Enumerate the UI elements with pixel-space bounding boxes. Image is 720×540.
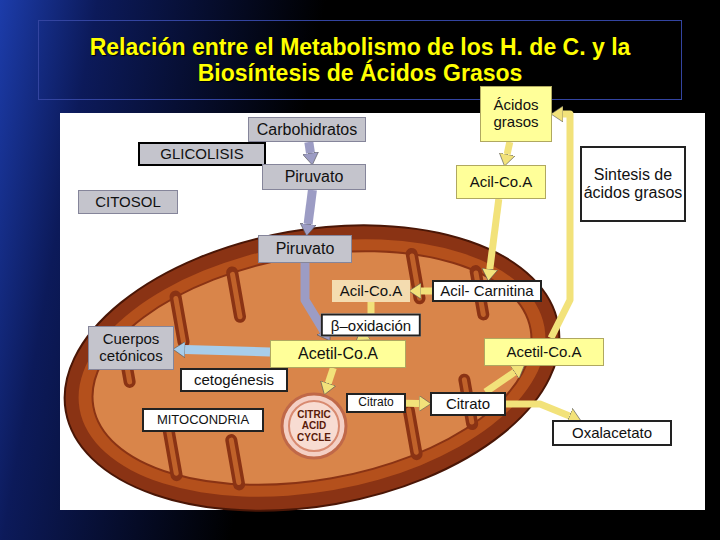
node-text: cetogénesis [194, 372, 274, 389]
metabolite-box: Acil-Co.A [332, 280, 410, 302]
node-text: MITOCONDRIA [157, 413, 249, 428]
flow-arrow [506, 404, 570, 416]
metabolite-box: Acetil-Co.A [270, 340, 406, 368]
flow-arrow [406, 400, 419, 407]
flow-arrow [328, 368, 333, 383]
pathway-label: GLICOLISIS [138, 142, 266, 166]
flow-arrow [551, 114, 570, 338]
metabolite-box: Acil- Carnitina [432, 280, 542, 302]
flow-arrow [185, 350, 270, 352]
flow-arrow [490, 199, 499, 269]
input-box: Carbohidratos [248, 117, 366, 142]
node-text: Piruvato [285, 168, 344, 186]
node-text: Piruvato [276, 240, 335, 258]
node-text: Acil-Co.A [470, 174, 533, 191]
product-box: Cuerpos cetónicos [88, 326, 174, 370]
edge-label: β–oxidación [321, 313, 421, 336]
matrix [74, 219, 550, 517]
node-text: Carbohidratos [257, 121, 358, 139]
flow-arrow [507, 142, 510, 154]
node-text: GLICOLISIS [160, 146, 243, 163]
metabolite-box: Citrato [346, 393, 406, 413]
cycle-ring [282, 394, 346, 458]
metabolite-box: Piruvato [258, 235, 352, 263]
flow-arrow [309, 142, 311, 153]
node-text: Sintesis de ácidos grasos [582, 166, 684, 202]
metabolite-box: Acil-Co.A [456, 165, 546, 199]
pathway-label: cetogénesis [180, 368, 288, 392]
node-text: Acetil-Co.A [298, 345, 378, 363]
metabolite-box: Acetil-Co.A [484, 338, 604, 366]
node-text: Oxalacetato [572, 425, 652, 442]
node-text: CITRIC ACID CYCLE [288, 409, 340, 443]
node-text: Citrato [446, 396, 490, 413]
slide-title: Relación entre el Metabolismo de los H. … [38, 20, 682, 100]
cycle-inner [289, 401, 339, 451]
flow-arrow [421, 288, 432, 295]
node-text: CITOSOL [95, 194, 161, 211]
metabolite-box: Piruvato [262, 164, 366, 190]
pathway-label: Sintesis de ácidos grasos [580, 146, 686, 222]
compartment-label: CITOSOL [78, 190, 178, 214]
node-text: Acil- Carnitina [440, 283, 533, 300]
input-box: Ácidos grasos [480, 86, 552, 142]
flow-arrow [308, 190, 312, 224]
node-text: Acetil-Co.A [506, 344, 581, 361]
metabolite-box: Oxalacetato [552, 420, 672, 446]
node-text: Ácidos grasos [481, 97, 551, 131]
node-text: Citrato [358, 396, 393, 409]
metabolite-box: Citrato [430, 392, 506, 416]
cycle-circle: CITRIC ACID CYCLE [280, 392, 348, 460]
compartment-label: MITOCONDRIA [142, 408, 264, 432]
node-text: Cuerpos cetónicos [89, 331, 173, 365]
flow-arrow [486, 372, 515, 392]
node-text: Acil-Co.A [340, 283, 403, 300]
